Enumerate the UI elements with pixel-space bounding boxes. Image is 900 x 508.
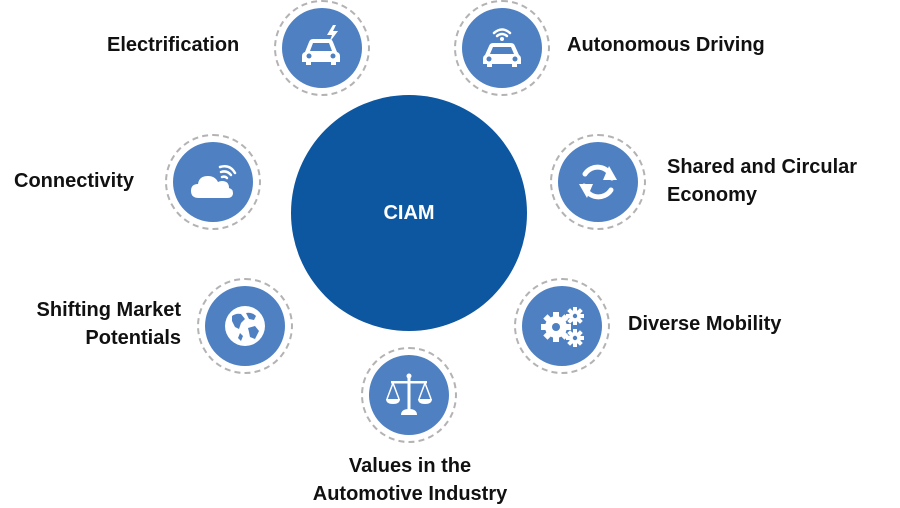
connectivity-node [165, 134, 261, 230]
shared-circular-node [550, 134, 646, 230]
scales-icon [386, 373, 432, 415]
globe-icon [225, 306, 265, 346]
autonomous-driving-node [454, 0, 550, 96]
shifting-market-label: Shifting Market Potentials [36, 299, 181, 349]
values-node [361, 347, 457, 443]
gears-icon [541, 307, 584, 347]
diverse-mobility-label: Diverse Mobility [628, 313, 782, 335]
diverse-mobility-node [514, 278, 610, 374]
connectivity-label: Connectivity [14, 170, 135, 192]
ciam-hub: CIAM [291, 95, 527, 331]
hub-label: CIAM [383, 201, 435, 224]
shared-circular-label: Shared and Circular Economy [667, 156, 858, 206]
electrification-node [274, 0, 370, 96]
values-label: Values in the Automotive Industry [312, 455, 508, 505]
refresh-cycle-icon [579, 164, 617, 200]
electrification-label: Electrification [107, 34, 240, 56]
cloud-wifi-icon [191, 165, 237, 198]
connected-car-icon [483, 28, 521, 67]
shifting-market-node [197, 278, 293, 374]
autonomous-driving-label: Autonomous Driving [567, 34, 765, 56]
electric-car-icon [302, 25, 340, 65]
